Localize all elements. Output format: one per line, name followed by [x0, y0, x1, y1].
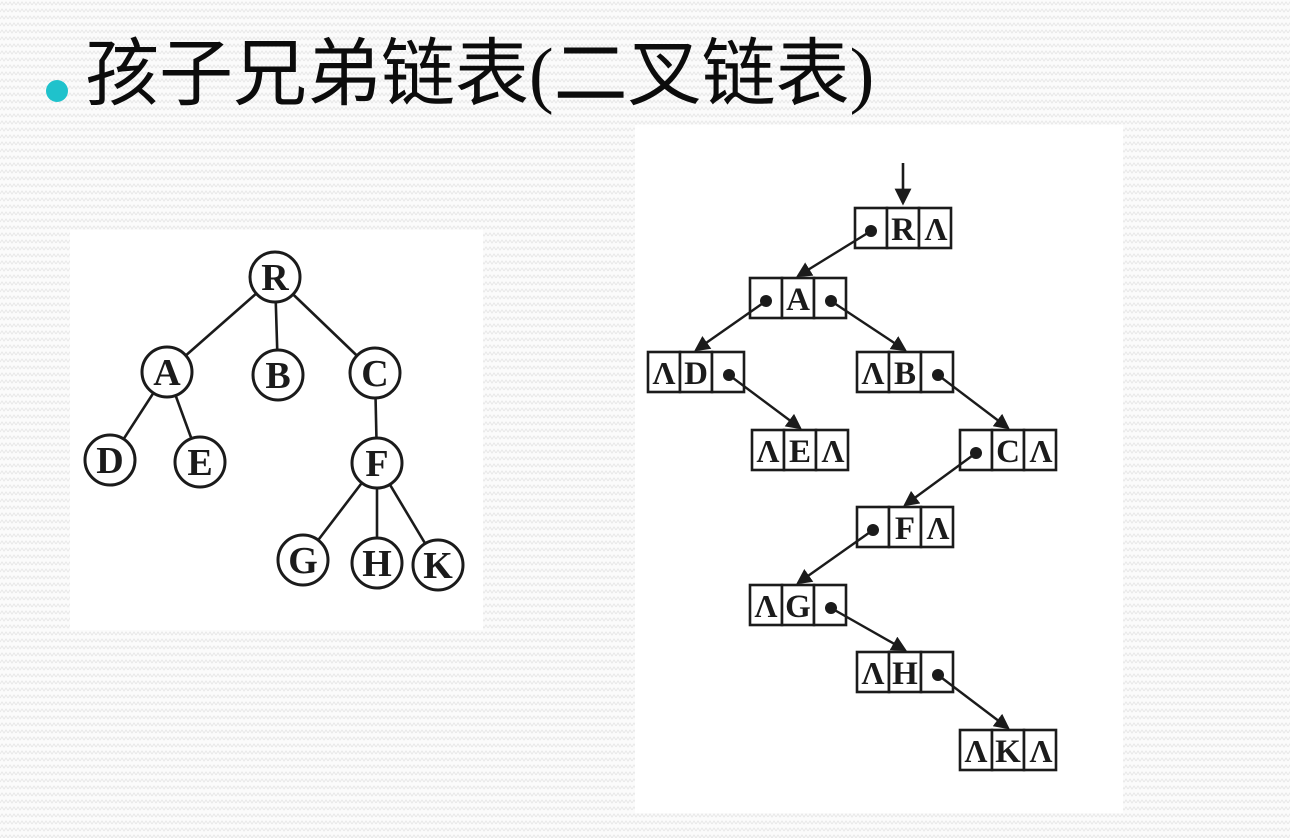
list-node-label-C: C: [996, 434, 1020, 470]
pointer-arrow-R-A: [796, 229, 872, 278]
list-node-R-cell-2: [917, 206, 953, 250]
list-node-label-K: K: [995, 734, 1021, 770]
pointer-arrow-H-K: [937, 674, 1010, 730]
list-node-label-E: E: [789, 434, 811, 470]
list-node-E-cell-1: [782, 428, 818, 472]
list-node-G-cell-2: [812, 583, 848, 627]
pointer-arrow-C-F: [903, 452, 977, 507]
pointer-arrow-D-E: [728, 374, 802, 430]
tree-node-C: [348, 346, 402, 400]
null-symbol: Λ: [927, 510, 950, 546]
null-symbol: Λ: [862, 355, 885, 391]
list-node-label-F: F: [895, 511, 915, 547]
tree-node-label-H: H: [362, 543, 392, 585]
list-node-G-cell-0: [748, 583, 784, 627]
null-symbol: Λ: [925, 211, 948, 247]
list-node-G-cell-1: [780, 583, 816, 627]
list-node-K-cell-1: [990, 728, 1026, 772]
tree-node-label-E: E: [187, 442, 212, 484]
list-node-B-cell-1: [887, 350, 923, 394]
list-node-label-H: H: [892, 656, 918, 692]
title-row: 孩子兄弟链表(二叉链表): [0, 16, 1290, 126]
list-node-D-cell-1: [678, 350, 714, 394]
tree-node-E: [173, 435, 227, 489]
null-symbol: Λ: [1030, 733, 1053, 769]
list-node-C-cell-2: [1022, 428, 1058, 472]
list-node-A: A: [748, 276, 848, 320]
tree-node-label-F: F: [365, 443, 388, 485]
tree-node-F: [350, 436, 404, 490]
null-symbol: Λ: [862, 655, 885, 691]
list-node-A-cell-1: [780, 276, 816, 320]
null-symbol: Λ: [1030, 433, 1053, 469]
list-node-F-cell-2: [919, 505, 955, 549]
list-node-B-cell-0: [855, 350, 891, 394]
list-node-K-cell-2: [1022, 728, 1058, 772]
pointer-arrow-F-G: [796, 529, 874, 585]
list-node-label-B: B: [894, 356, 916, 392]
list-node-R-cell-1: [885, 206, 921, 250]
null-symbol: Λ: [757, 433, 780, 469]
tree-node-K: [411, 538, 465, 592]
tree-node-label-B: B: [265, 355, 290, 397]
list-node-label-D: D: [684, 356, 708, 392]
list-node-D-cell-0: [646, 350, 682, 394]
list-node-H-cell-1: [887, 650, 923, 694]
list-node-label-R: R: [891, 212, 916, 248]
null-symbol: Λ: [653, 355, 676, 391]
list-node-label-A: A: [786, 282, 810, 318]
tree-node-R: [248, 250, 302, 304]
slide-title: 孩子兄弟链表(二叉链表): [85, 34, 875, 116]
tree-node-label-C: C: [361, 353, 388, 395]
null-symbol: Λ: [965, 733, 988, 769]
null-symbol: Λ: [755, 588, 778, 624]
tree-node-label-R: R: [261, 257, 289, 299]
tree-node-label-K: K: [423, 545, 453, 587]
tree-node-H: [350, 536, 404, 590]
bullet-icon: [46, 80, 68, 102]
tree-node-G: [276, 533, 330, 587]
pointer-arrow-A-D: [694, 300, 767, 352]
tree-node-D: [83, 433, 137, 487]
tree-node-B: [251, 348, 305, 402]
tree-node-label-G: G: [288, 540, 318, 582]
tree-node-label-D: D: [96, 440, 123, 482]
null-symbol: Λ: [822, 433, 845, 469]
list-node-E-cell-2: [814, 428, 850, 472]
list-node-label-G: G: [785, 589, 811, 625]
pointer-arrow-B-C: [937, 374, 1010, 430]
tree-node-A: [140, 345, 194, 399]
list-node-C-cell-1: [990, 428, 1026, 472]
pointer-arrow-G-H: [830, 606, 908, 652]
tree-node-label-A: A: [153, 352, 181, 394]
pointer-arrow-A-B: [830, 299, 907, 352]
